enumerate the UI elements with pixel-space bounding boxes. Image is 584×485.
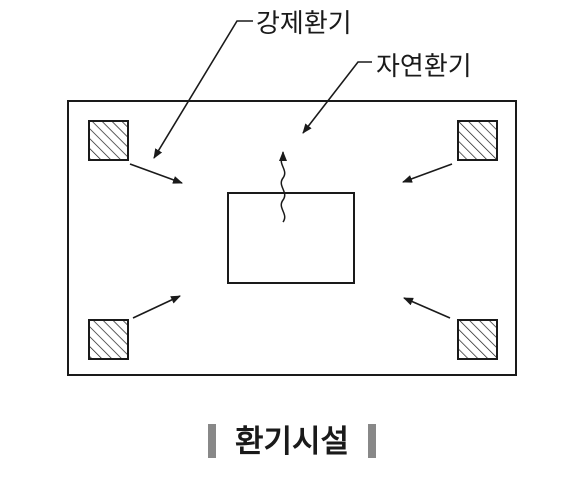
hatched-unit-top-left [88, 120, 129, 161]
airflow-arrow-top-right [402, 163, 453, 183]
natural-ventilation-label: 자연환기 [376, 52, 472, 82]
hatched-unit-bottom-right [457, 319, 498, 360]
room-outline [67, 100, 517, 376]
caption-left-marker-icon [208, 424, 216, 458]
forced-ventilation-label: 강제환기 [256, 9, 352, 39]
airflow-arrow-bottom-right [403, 297, 451, 319]
natural-ventilation-leader [302, 61, 372, 134]
diagram-caption: 환기시설 [235, 424, 349, 460]
hatched-unit-bottom-left [88, 319, 129, 360]
forced-ventilation-leader [153, 20, 253, 159]
airflow-arrow-top-left [129, 163, 183, 184]
hatched-unit-top-right [457, 120, 498, 161]
caption-right-marker-icon [368, 424, 376, 458]
natural-ventilation-wavy-arrow [279, 151, 287, 223]
central-box [227, 192, 355, 284]
airflow-arrow-bottom-left [132, 295, 181, 319]
